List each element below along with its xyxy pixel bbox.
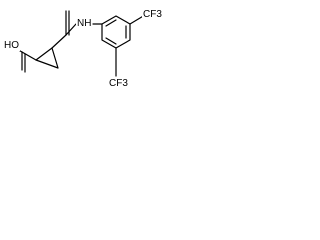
amide-nh-label: NH — [76, 18, 93, 29]
cf3-top-label: CF3 — [142, 9, 163, 20]
benzene-ring — [101, 15, 131, 49]
hydroxyl-label: HO — [3, 40, 20, 51]
bond-ring-to-amide-carbon — [51, 34, 67, 49]
benzene-double-1 — [105, 19, 117, 27]
bond-ring-to-acid-carbon — [21, 51, 37, 61]
cyclopropane-ring — [35, 47, 59, 69]
benzene-double-3 — [105, 37, 117, 45]
structure-diagram: HO NH CF3 CF3 — [0, 0, 168, 109]
bond-amide-c-to-n — [65, 23, 77, 36]
cf3-bottom-label: CF3 — [108, 78, 129, 89]
